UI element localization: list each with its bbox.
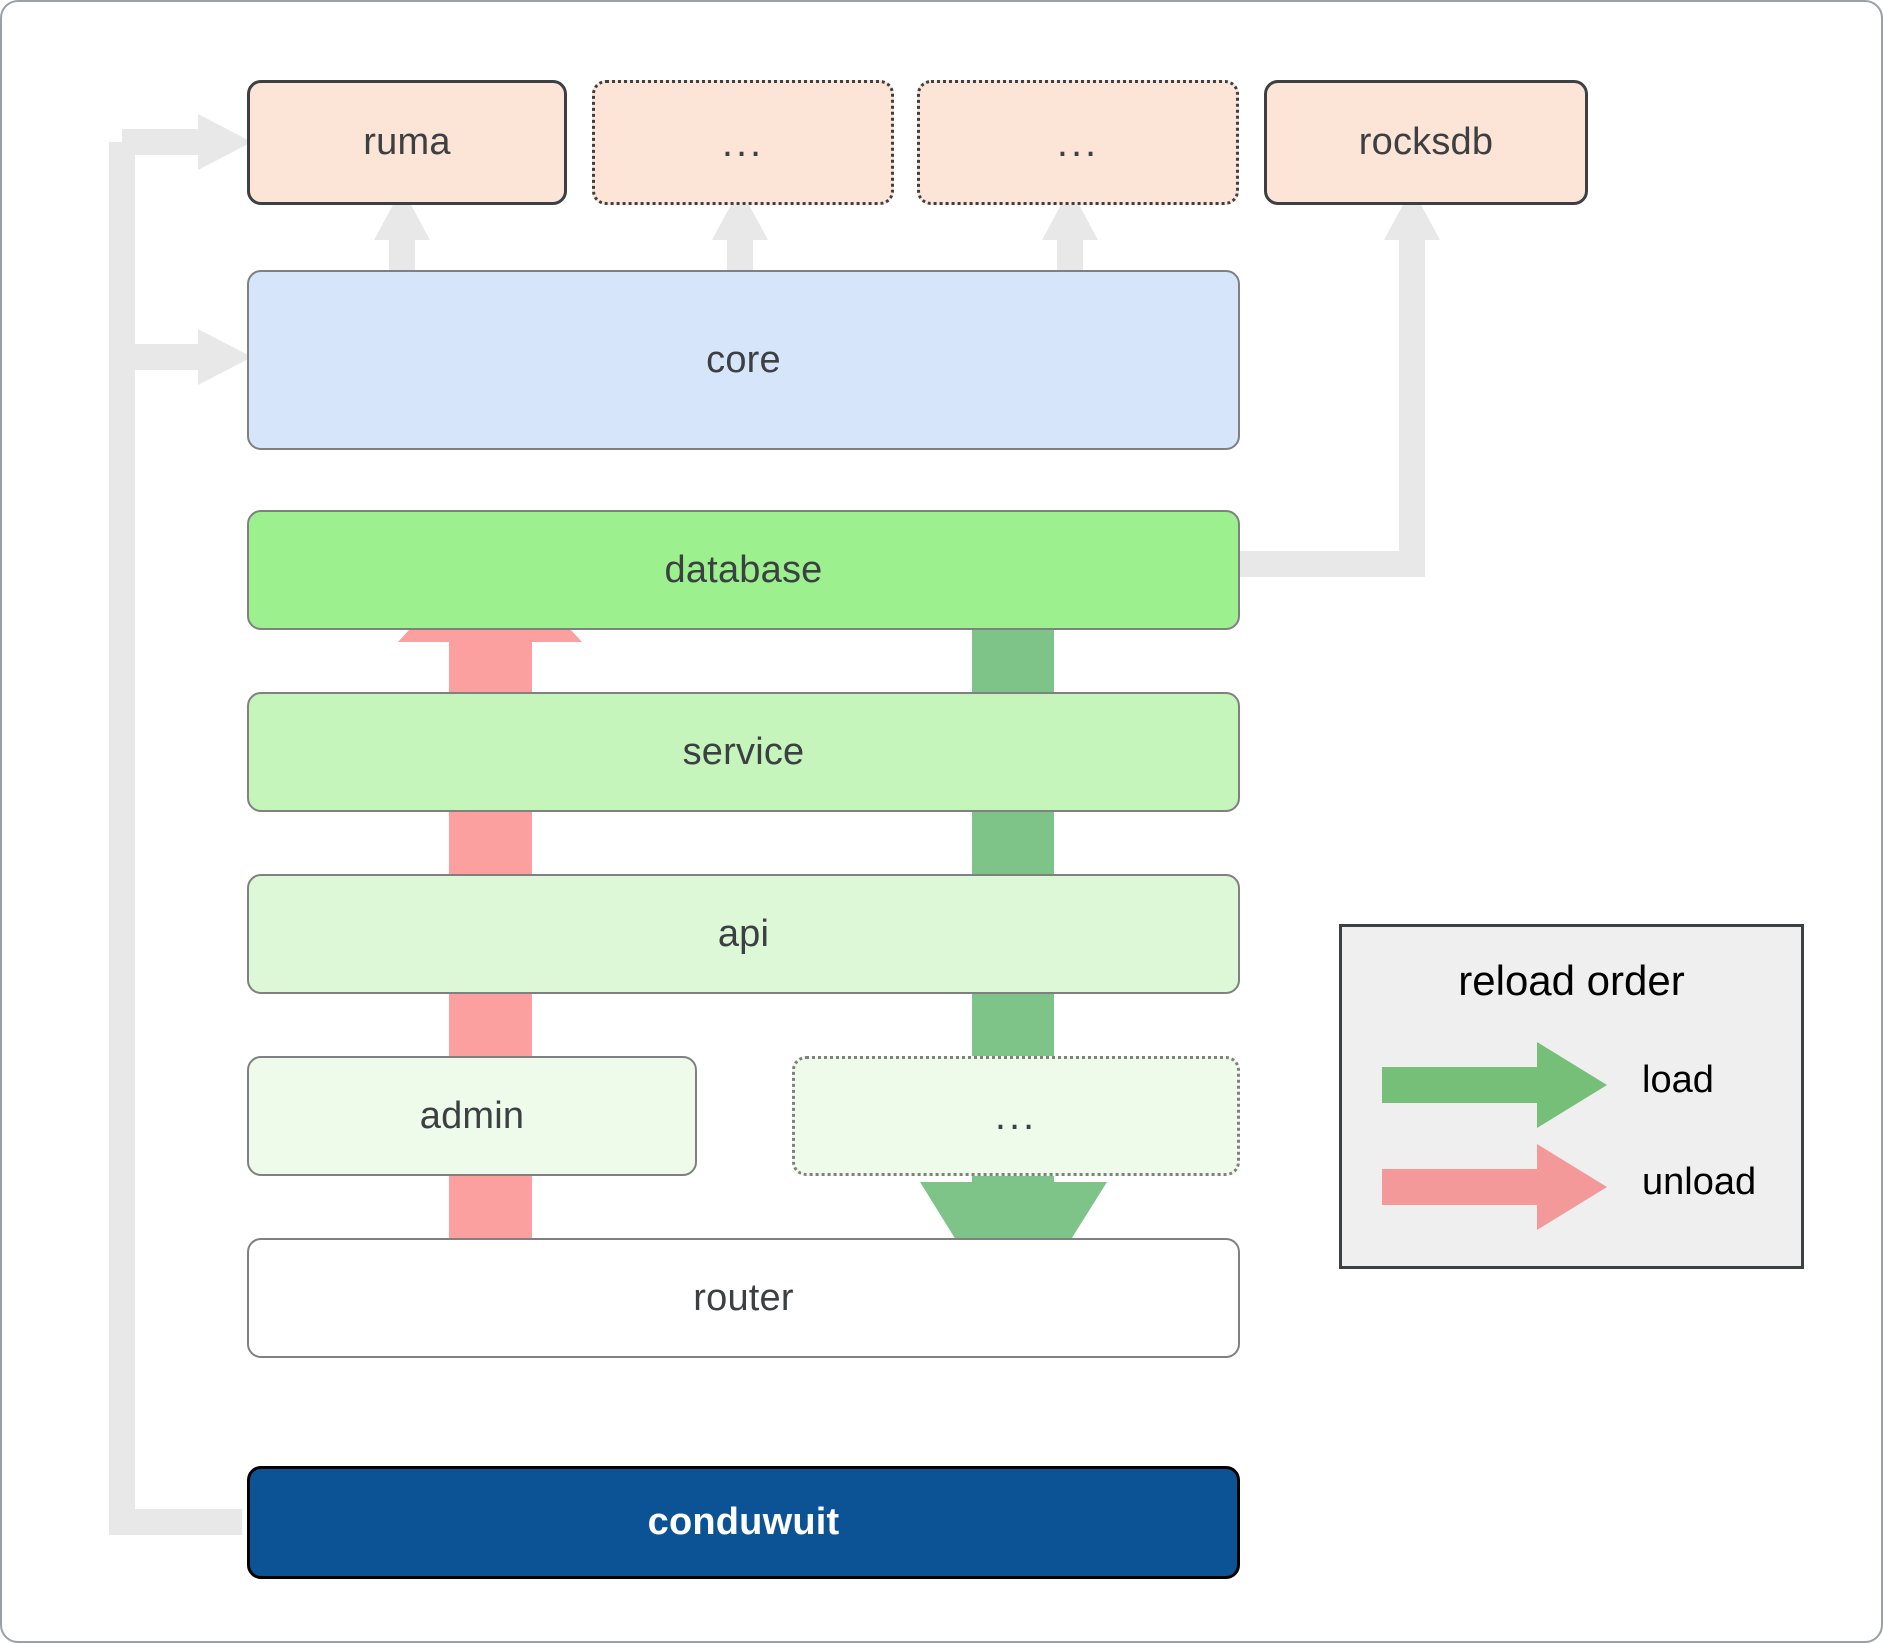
legend-load-arrow: [1382, 1042, 1607, 1128]
layer-box-router[interactable]: router: [247, 1238, 1240, 1358]
external-box-rocksdb-label: rocksdb: [1358, 121, 1494, 163]
left-connector-rail: [109, 114, 252, 1535]
layer-box-service[interactable]: service: [247, 692, 1240, 812]
binary-box-conduwuit-label: conduwuit: [647, 1501, 840, 1543]
legend-title: reload order: [1458, 957, 1685, 1004]
binary-box-conduwuit[interactable]: conduwuit: [247, 1466, 1240, 1579]
layer-box-api-label: api: [717, 912, 770, 955]
external-box-ruma[interactable]: ruma: [247, 80, 567, 205]
layer-box-core-label: core: [706, 338, 781, 381]
external-box-ruma-label: ruma: [363, 121, 451, 163]
legend-label-load: load: [1642, 1059, 1714, 1101]
legend-unload-arrow: [1382, 1144, 1607, 1230]
layer-box-database-label: database: [664, 548, 823, 591]
layer-box-database[interactable]: database: [247, 510, 1240, 630]
database-to-rocksdb-rail: [1232, 188, 1440, 577]
layer-box-admin-placeholder-label: ...: [994, 1094, 1038, 1138]
external-box-placeholder-2-label: ...: [1056, 120, 1100, 165]
legend-arrows: [1382, 1042, 1607, 1230]
external-box-placeholder-1-label: ...: [721, 120, 765, 165]
layer-box-service-label: service: [682, 730, 805, 773]
layer-box-admin[interactable]: admin: [247, 1056, 697, 1176]
layer-box-router-label: router: [693, 1276, 794, 1319]
layer-box-api[interactable]: api: [247, 874, 1240, 994]
external-box-placeholder-2[interactable]: ...: [917, 80, 1239, 205]
external-box-rocksdb[interactable]: rocksdb: [1264, 80, 1588, 205]
layer-box-core[interactable]: core: [247, 270, 1240, 450]
layer-box-admin-label: admin: [419, 1094, 525, 1137]
legend-panel: reload order load unload: [1339, 924, 1804, 1269]
legend-label-unload: unload: [1642, 1161, 1757, 1203]
layer-box-admin-placeholder[interactable]: ...: [792, 1056, 1240, 1176]
external-box-placeholder-1[interactable]: ...: [592, 80, 894, 205]
